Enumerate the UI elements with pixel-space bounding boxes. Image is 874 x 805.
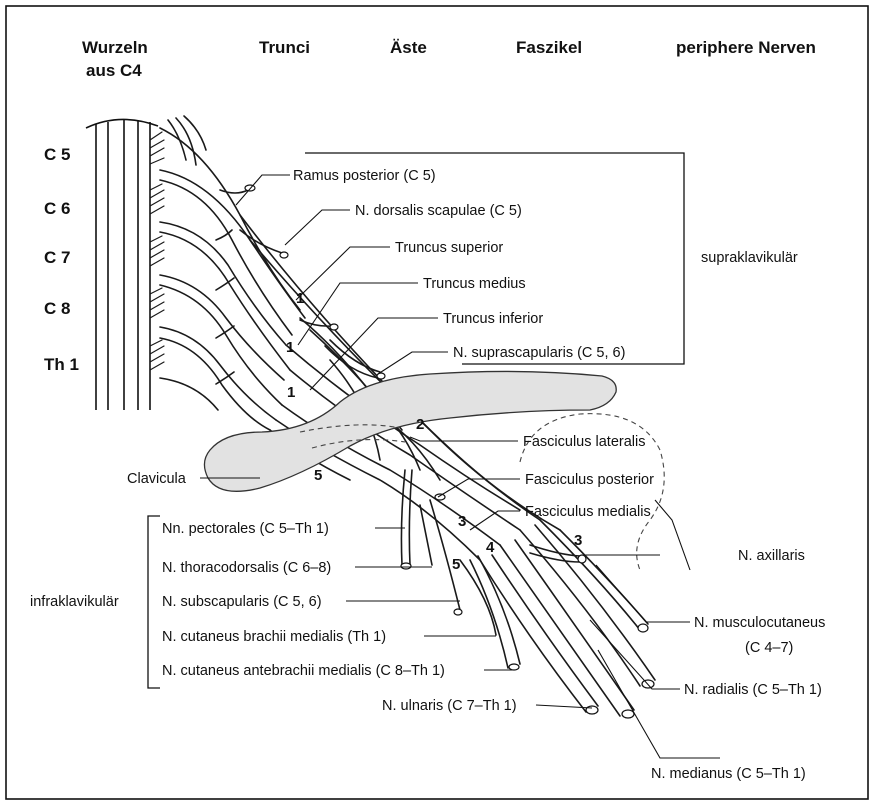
segment-c5: C 5: [44, 145, 70, 164]
segment-th1: Th 1: [44, 355, 79, 374]
label-ramus-posterior: Ramus posterior (C 5): [293, 168, 436, 184]
label-axillaris: N. axillaris: [738, 548, 805, 564]
nerve-roots: [149, 115, 306, 431]
spinal-cord: [85, 118, 159, 410]
label-infraclavicular: infraklavikulär: [30, 594, 119, 610]
header-trunks: Trunci: [259, 38, 310, 57]
leader-lines: [200, 174, 720, 759]
label-dorsalis-scapulae: N. dorsalis scapulae (C 5): [355, 203, 522, 219]
label-musculocutaneus-segments: (C 4–7): [745, 640, 793, 656]
supraclavicular-bracket: [305, 152, 685, 365]
peripheral-nerves: [215, 189, 656, 717]
figure-frame: [5, 5, 869, 800]
number-1-superior: 1: [296, 290, 304, 307]
label-thoracodorsalis: N. thoracodorsalis (C 6–8): [162, 560, 331, 576]
label-supraclavicular: supraklavikulär: [701, 250, 798, 266]
cut-nerve-ends: [244, 184, 655, 719]
label-musculocutaneus: N. musculocutaneus: [694, 615, 825, 631]
header-cords: Faszikel: [516, 38, 582, 57]
segment-c6: C 6: [44, 199, 70, 218]
number-5-clavicula: 5: [314, 467, 322, 484]
label-medianus: N. medianus (C 5–Th 1): [651, 766, 806, 782]
header-branches: Äste: [390, 38, 427, 57]
label-truncus-superior: Truncus superior: [395, 240, 503, 256]
number-1-medius: 1: [286, 339, 294, 356]
number-4: 4: [486, 539, 495, 556]
segment-c7: C 7: [44, 248, 70, 267]
label-suprascapularis: N. suprascapularis (C 5, 6): [453, 345, 625, 361]
label-fasciculus-lateralis: Fasciculus lateralis: [523, 434, 646, 450]
humerus-outline: [519, 413, 665, 571]
header-roots: Wurzeln: [82, 38, 148, 57]
label-clavicula: Clavicula: [127, 471, 187, 487]
clavicle: [203, 370, 617, 492]
label-fasciculus-medialis: Fasciculus medialis: [525, 504, 651, 520]
label-truncus-medius: Truncus medius: [423, 276, 526, 292]
label-ulnaris: N. ulnaris (C 7–Th 1): [382, 698, 517, 714]
number-2: 2: [416, 416, 424, 433]
label-truncus-inferior: Truncus inferior: [443, 311, 543, 327]
number-5-branches: 5: [452, 556, 460, 573]
header-roots-sub: aus C4: [86, 61, 142, 80]
infraclavicular-bracket: [147, 515, 160, 689]
label-cutaneus-antebrachii: N. cutaneus antebrachii medialis (C 8–Th…: [162, 663, 445, 679]
number-3-posterior: 3: [458, 513, 466, 530]
label-cutaneus-brachii: N. cutaneus brachii medialis (Th 1): [162, 629, 386, 645]
segment-c8: C 8: [44, 299, 70, 318]
label-pectorales: Nn. pectorales (C 5–Th 1): [162, 521, 329, 537]
label-radialis: N. radialis (C 5–Th 1): [684, 682, 822, 698]
number-3-axillaris: 3: [574, 532, 582, 549]
header-peripheral: periphere Nerven: [676, 38, 816, 57]
label-subscapularis: N. subscapularis (C 5, 6): [162, 594, 322, 610]
number-1-inferior: 1: [287, 384, 295, 401]
label-fasciculus-posterior: Fasciculus posterior: [525, 472, 654, 488]
